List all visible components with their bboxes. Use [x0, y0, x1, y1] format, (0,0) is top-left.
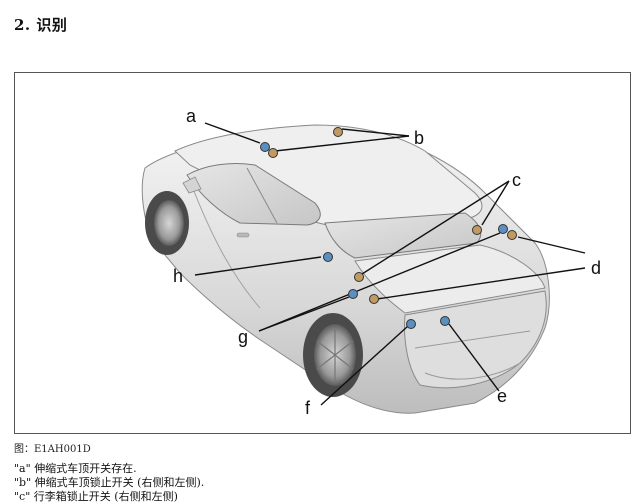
switch-markers — [260, 127, 517, 329]
figure-caption: 图：E1AH001D — [14, 444, 91, 455]
callout-a: a — [186, 106, 197, 126]
switch-h — [323, 252, 333, 262]
car-body — [141, 124, 550, 414]
section-title: 识别 — [36, 16, 68, 34]
switch-a — [260, 142, 270, 152]
legend-key: "a" — [14, 462, 31, 475]
switch-g-right — [498, 224, 508, 234]
callout-b: b — [414, 128, 425, 148]
switch-b-lower — [268, 148, 278, 158]
leader-lines — [194, 122, 586, 406]
car-diagram-figure: a b c d e f g h — [14, 72, 631, 434]
switch-c-right — [472, 225, 482, 235]
switch-e — [440, 316, 450, 326]
legend-list: "a" 伸缩式车顶开关存在. "b" 伸缩式车顶锁止开关 (右侧和左侧). "c… — [14, 462, 204, 504]
legend-item: "a" 伸缩式车顶开关存在. — [14, 462, 204, 476]
section-heading: 2. 识别 — [14, 14, 67, 35]
callout-h: h — [173, 266, 184, 286]
callout-d: d — [591, 258, 602, 278]
switch-d-upper — [507, 230, 517, 240]
switch-d-lower — [369, 294, 379, 304]
callout-f: f — [305, 398, 311, 418]
legend-text: 伸缩式车顶锁止开关 (右侧和左侧). — [34, 476, 205, 489]
switch-b-upper — [333, 127, 343, 137]
rear-wheel — [303, 313, 363, 397]
switch-f — [406, 319, 416, 329]
legend-item: "b" 伸缩式车顶锁止开关 (右侧和左侧). — [14, 476, 204, 490]
legend-text: 行李箱锁止开关 (右侧和左侧) — [33, 490, 178, 503]
legend-item: "c" 行李箱锁止开关 (右侧和左侧) — [14, 490, 204, 504]
callout-e: e — [497, 386, 508, 406]
front-wheel — [145, 191, 189, 255]
switch-c-left — [354, 272, 364, 282]
car-illustration — [141, 122, 586, 414]
legend-key: "c" — [14, 490, 31, 503]
callout-g: g — [238, 327, 249, 347]
legend-text: 伸缩式车顶开关存在. — [34, 462, 137, 475]
switch-g-left — [348, 289, 358, 299]
callout-c: c — [512, 170, 521, 190]
legend-key: "b" — [14, 476, 32, 489]
section-number: 2. — [14, 16, 31, 34]
